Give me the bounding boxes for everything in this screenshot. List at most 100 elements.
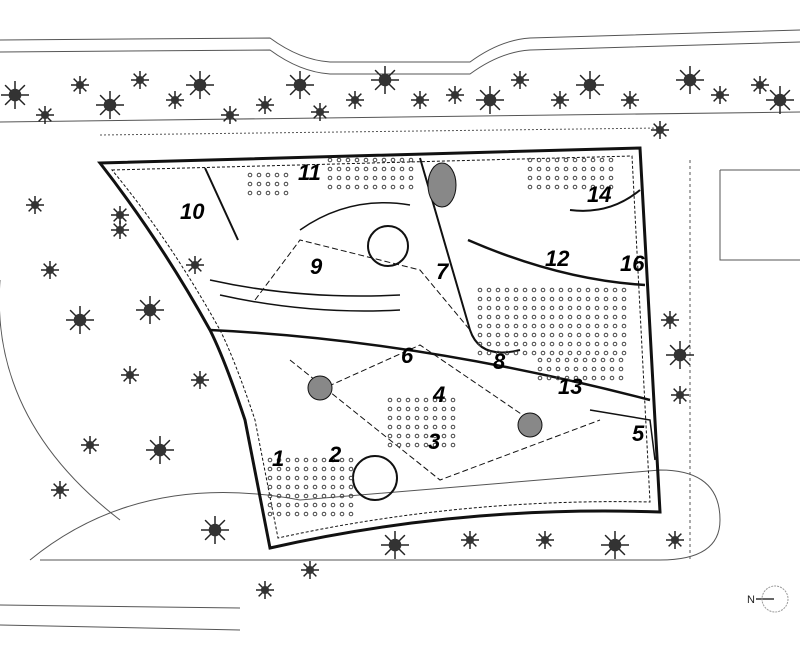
tree-icon [41, 261, 59, 279]
tree-icon [601, 531, 629, 559]
furniture-mark [504, 350, 510, 356]
tree-icon [121, 366, 139, 384]
furniture-mark [563, 157, 569, 163]
furniture-mark [531, 296, 537, 302]
furniture-mark [339, 502, 345, 508]
furniture-mark [477, 305, 483, 311]
furniture-mark [621, 305, 627, 311]
hatched-planters [307, 162, 543, 438]
tree-icon [666, 531, 684, 549]
furniture-mark [594, 296, 600, 302]
furniture-mark [303, 484, 309, 490]
label-5: 5 [632, 421, 645, 446]
furniture-mark [348, 466, 354, 472]
furniture-mark [414, 397, 420, 403]
furniture-mark [531, 314, 537, 320]
furniture-mark [522, 350, 528, 356]
furniture-mark [396, 424, 402, 430]
furniture-mark [432, 433, 438, 439]
furniture-mark [450, 406, 456, 412]
furniture-mark [396, 397, 402, 403]
furniture-mark [336, 175, 342, 181]
furniture-mark [495, 341, 501, 347]
furniture-mark [276, 493, 282, 499]
furniture-mark [567, 323, 573, 329]
furniture-mark [513, 341, 519, 347]
furniture-mark [585, 332, 591, 338]
furniture-mark [321, 466, 327, 472]
label-12: 12 [545, 246, 570, 271]
tree-icon [766, 86, 794, 114]
furniture-mark [549, 314, 555, 320]
furniture-mark [618, 357, 624, 363]
furniture-mark [330, 493, 336, 499]
label-2: 2 [328, 442, 342, 467]
label-3: 3 [428, 429, 440, 454]
furniture-mark [549, 341, 555, 347]
furniture-mark [327, 175, 333, 181]
furniture-mark [555, 375, 561, 381]
furniture-mark [554, 175, 560, 181]
furniture-mark [540, 332, 546, 338]
furniture-mark [546, 375, 552, 381]
furniture-mark [567, 305, 573, 311]
tree-icon [511, 71, 529, 89]
furniture-mark [486, 296, 492, 302]
furniture-mark [558, 305, 564, 311]
furniture-mark [327, 166, 333, 172]
furniture-mark [348, 484, 354, 490]
furniture-mark [354, 166, 360, 172]
furniture-mark [608, 166, 614, 172]
furniture-mark [585, 296, 591, 302]
furniture-mark [540, 314, 546, 320]
tree-icon [671, 386, 689, 404]
furniture-mark [432, 415, 438, 421]
furniture-mark [603, 305, 609, 311]
furniture-mark [381, 175, 387, 181]
furniture-mark [603, 296, 609, 302]
furniture-mark [414, 424, 420, 430]
furniture-mark [387, 415, 393, 421]
furniture-mark [576, 287, 582, 293]
furniture-mark [563, 175, 569, 181]
furniture-mark [477, 314, 483, 320]
tree-icon [146, 436, 174, 464]
furniture-mark [285, 493, 291, 499]
furniture-mark [513, 314, 519, 320]
furniture-mark [423, 442, 429, 448]
furniture-mark [405, 397, 411, 403]
furniture-mark [585, 341, 591, 347]
furniture-mark [276, 502, 282, 508]
furniture-mark [414, 442, 420, 448]
furniture-mark [441, 433, 447, 439]
tree-icon [301, 561, 319, 579]
furniture-mark [247, 190, 253, 196]
tree-icon [476, 86, 504, 114]
furniture-mark [564, 375, 570, 381]
tree-icon [311, 103, 329, 121]
furniture-mark [582, 366, 588, 372]
furniture-mark [558, 296, 564, 302]
furniture-mark [336, 166, 342, 172]
label-8: 8 [493, 349, 506, 374]
tree-icon [381, 531, 409, 559]
furniture-mark [612, 350, 618, 356]
tree-icon [51, 481, 69, 499]
furniture-mark [608, 157, 614, 163]
furniture-mark [256, 190, 262, 196]
furniture-mark [576, 323, 582, 329]
furniture-mark [336, 184, 342, 190]
furniture-mark [522, 341, 528, 347]
tree-icon [221, 106, 239, 124]
furniture-mark [527, 184, 533, 190]
furniture-mark [573, 357, 579, 363]
furniture-mark [303, 511, 309, 517]
furniture-mark [612, 323, 618, 329]
furniture-mark [414, 433, 420, 439]
furniture-mark [330, 511, 336, 517]
furniture-mark [603, 341, 609, 347]
furniture-mark [590, 166, 596, 172]
furniture-mark [527, 175, 533, 181]
furniture-mark [531, 323, 537, 329]
furniture-mark [267, 493, 273, 499]
